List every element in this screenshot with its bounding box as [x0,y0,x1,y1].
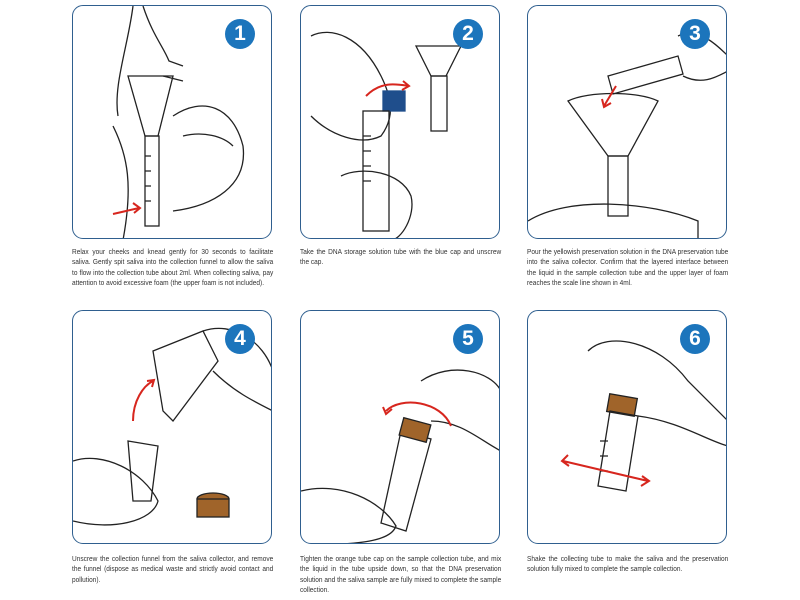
step-number-badge: 6 [680,324,710,354]
step-6-panel: 6 [527,310,727,544]
step-4-panel: 4 [72,310,272,544]
pour-solution-illustration [528,32,726,238]
step-number-badge: 1 [225,19,255,49]
step-4-caption: Unscrew the collection funnel from the s… [72,554,274,584]
step-6-caption: Shake the collecting tube to make the sa… [527,554,729,574]
step-number-badge: 3 [680,19,710,49]
step-3-caption: Pour the yellowish preservation solution… [527,247,729,288]
arrow-icon [382,401,452,427]
spitting-into-funnel-illustration [112,6,245,238]
step-5-panel: 5 [300,310,500,544]
step-2-panel: 2 [300,5,500,239]
step-3-panel: 3 [527,5,727,239]
step-5-caption: Tighten the orange tube cap on the sampl… [300,554,502,595]
step-2-caption: Take the DNA storage solution tube with … [300,247,502,267]
unscrew-blue-cap-illustration [310,31,463,238]
step-number-badge: 4 [225,324,255,354]
step-number-badge: 2 [453,19,483,49]
step-1-panel: 1 [72,5,272,239]
step-1-caption: Relax your cheeks and knead gently for 3… [72,247,274,288]
arrow-icon [365,80,411,97]
tighten-orange-cap-illustration [301,369,499,543]
arrow-icon [601,85,617,109]
shake-tube-illustration [560,340,726,492]
arrow-icon [132,378,156,422]
arrow-icon [112,202,142,215]
step-number-badge: 5 [453,324,483,354]
arrow-icon [560,454,651,487]
